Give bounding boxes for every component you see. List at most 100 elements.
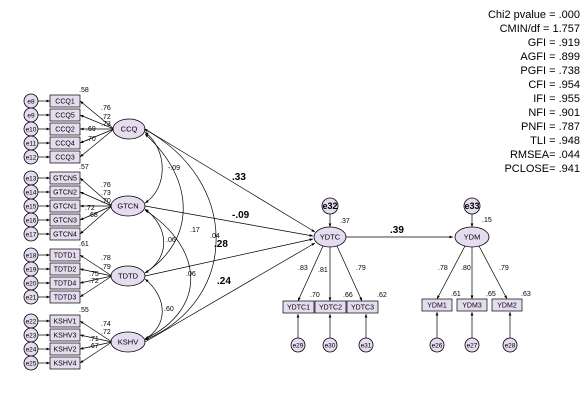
fit-stat-pgfi: PGFI = .738 <box>520 65 580 77</box>
indicator-box: YDTC2 <box>314 300 347 314</box>
path-coefficient: .39 <box>390 225 404 236</box>
indicator-label: TDTD4 <box>54 281 77 288</box>
error-label: e26 <box>432 343 443 350</box>
ydtc-block: e32 .37 YDTC .83 .81 .79 .70 .66 .62 YDT… <box>282 197 387 353</box>
error-term: e31 <box>358 337 374 353</box>
ydm-block: e33 .15 YDM .78 .80 .79 .61 .65 .63 YDM1… <box>421 197 531 353</box>
loading-label: .81 <box>318 267 328 274</box>
error-label: e32 <box>322 201 337 211</box>
fit-stat-cmin-df: CMIN/df = 1.757 <box>500 23 580 35</box>
error-term: e9 <box>23 107 39 123</box>
indicator-box: KSHV2 <box>49 342 81 356</box>
indicator-label: KSHV2 <box>54 347 77 354</box>
error-label: e14 <box>26 190 37 197</box>
indicator-label: TDTD1 <box>54 253 77 260</box>
indicator-label: GTCN1 <box>53 204 77 211</box>
error-label: e12 <box>26 155 37 162</box>
indicator-label: GTCN5 <box>53 176 77 183</box>
loading-label: .79 <box>499 265 509 272</box>
latent-kshv: KSHV <box>110 331 146 353</box>
error-label: e9 <box>27 113 35 120</box>
error-label: e31 <box>361 343 372 350</box>
loading-label: .79 <box>356 265 366 272</box>
fit-stat-rmsea: RMSEA= .044 <box>510 149 580 161</box>
latent-label: KSHV <box>118 338 138 347</box>
path-coefficient: .28 <box>214 239 228 250</box>
tdtd-measurement-block: e18 e19 e20 e21 TDTD1 TDTD2 TDTD4 TDTD3 … <box>23 241 113 305</box>
error-label: e29 <box>293 343 304 350</box>
error-label: e10 <box>26 127 37 134</box>
kshv-measurement-block: e22 e23 e24 e25 KSHV1 KSHV3 KSHV2 KSHV4 … <box>23 307 113 371</box>
loading-label: .70 <box>86 136 96 143</box>
r-squared-label: .63 <box>521 291 531 298</box>
loading-label: .76 <box>101 182 111 189</box>
indicator-box: YDTC3 <box>346 300 379 314</box>
ccq-measurement-block: e8 e9 e10 e11 e12 CCQ1 CCQ5 CCQ2 CCQ4 CC… <box>23 87 115 165</box>
r-squared-label: .61 <box>79 241 89 248</box>
indicator-label: TDTD3 <box>54 295 77 302</box>
error-label: e11 <box>26 141 37 148</box>
error-term: e22 <box>23 313 39 329</box>
fit-stat-gfi: GFI = .919 <box>528 37 580 49</box>
indicator-label: CCQ4 <box>55 141 75 148</box>
error-term: e10 <box>23 121 39 137</box>
r-squared-label: .62 <box>377 292 387 299</box>
indicator-label: GTCN3 <box>53 218 77 225</box>
loading-label: .69 <box>86 126 96 133</box>
latent-ydm: YDM <box>454 226 490 248</box>
indicator-label: GTCN2 <box>53 190 77 197</box>
indicator-box: YDM2 <box>491 298 523 312</box>
correlation-label: .06 <box>166 237 176 244</box>
error-label: e18 <box>26 253 37 260</box>
loading-label: .72 <box>101 114 111 121</box>
indicator-box: TDTD3 <box>49 290 81 304</box>
loading-label: .74 <box>101 321 111 328</box>
error-term: e23 <box>23 327 39 343</box>
fit-stat-cfi: CFI = .954 <box>528 79 580 91</box>
error-term: e25 <box>23 355 39 371</box>
latent-label: YDTC <box>320 233 341 242</box>
indicator-box: CCQ2 <box>49 122 81 136</box>
error-label: e33 <box>464 201 479 211</box>
loading-label: .73 <box>101 121 111 128</box>
indicator-label: KSHV1 <box>54 319 77 326</box>
indicator-label: YDTC2 <box>319 305 342 312</box>
fit-stat-nfi: NFI = .901 <box>528 107 580 119</box>
indicator-label: KSHV4 <box>54 361 77 368</box>
correlation-label: .04 <box>210 233 220 240</box>
error-term: e15 <box>23 198 39 214</box>
indicator-label: CCQ3 <box>55 155 75 162</box>
error-term: e19 <box>23 261 39 277</box>
error-label: e21 <box>26 295 37 302</box>
indicator-box: TDTD1 <box>49 248 81 262</box>
loading-label: .71 <box>89 336 99 343</box>
r-squared-label: .65 <box>486 291 496 298</box>
fit-stat-agfi: AGFI = .899 <box>520 51 580 63</box>
latent-ccq: CCQ <box>112 118 146 140</box>
error-label: e24 <box>26 347 37 354</box>
error-label: e25 <box>26 361 37 368</box>
loading-label: .67 <box>89 343 99 350</box>
error-term: e13 <box>23 170 39 186</box>
indicator-box: TDTD2 <box>49 262 81 276</box>
structural-paths: .33 -.09 .28 .24 .39 <box>144 128 453 343</box>
fit-stat-tli: TLI = .948 <box>530 135 580 147</box>
indicator-box: GTCN4 <box>49 227 81 241</box>
error-label: e15 <box>26 204 37 211</box>
r-squared-label: .57 <box>79 164 89 171</box>
r-squared-label: .58 <box>79 87 89 94</box>
loading-label: .76 <box>101 105 111 112</box>
latent-label: TDTD <box>118 272 139 281</box>
indicator-box: CCQ3 <box>49 150 81 164</box>
error-term: e28 <box>502 337 518 353</box>
r-squared-label: .55 <box>79 307 89 314</box>
r-squared-label: .61 <box>451 291 461 298</box>
indicator-label: KSHV3 <box>54 333 77 340</box>
indicator-box: CCQ5 <box>49 108 81 122</box>
error-label: e30 <box>325 343 336 350</box>
loading-label: .80 <box>461 265 471 272</box>
loading-label: .83 <box>298 265 308 272</box>
error-label: e27 <box>467 343 478 350</box>
r-squared-label: .70 <box>310 292 320 299</box>
